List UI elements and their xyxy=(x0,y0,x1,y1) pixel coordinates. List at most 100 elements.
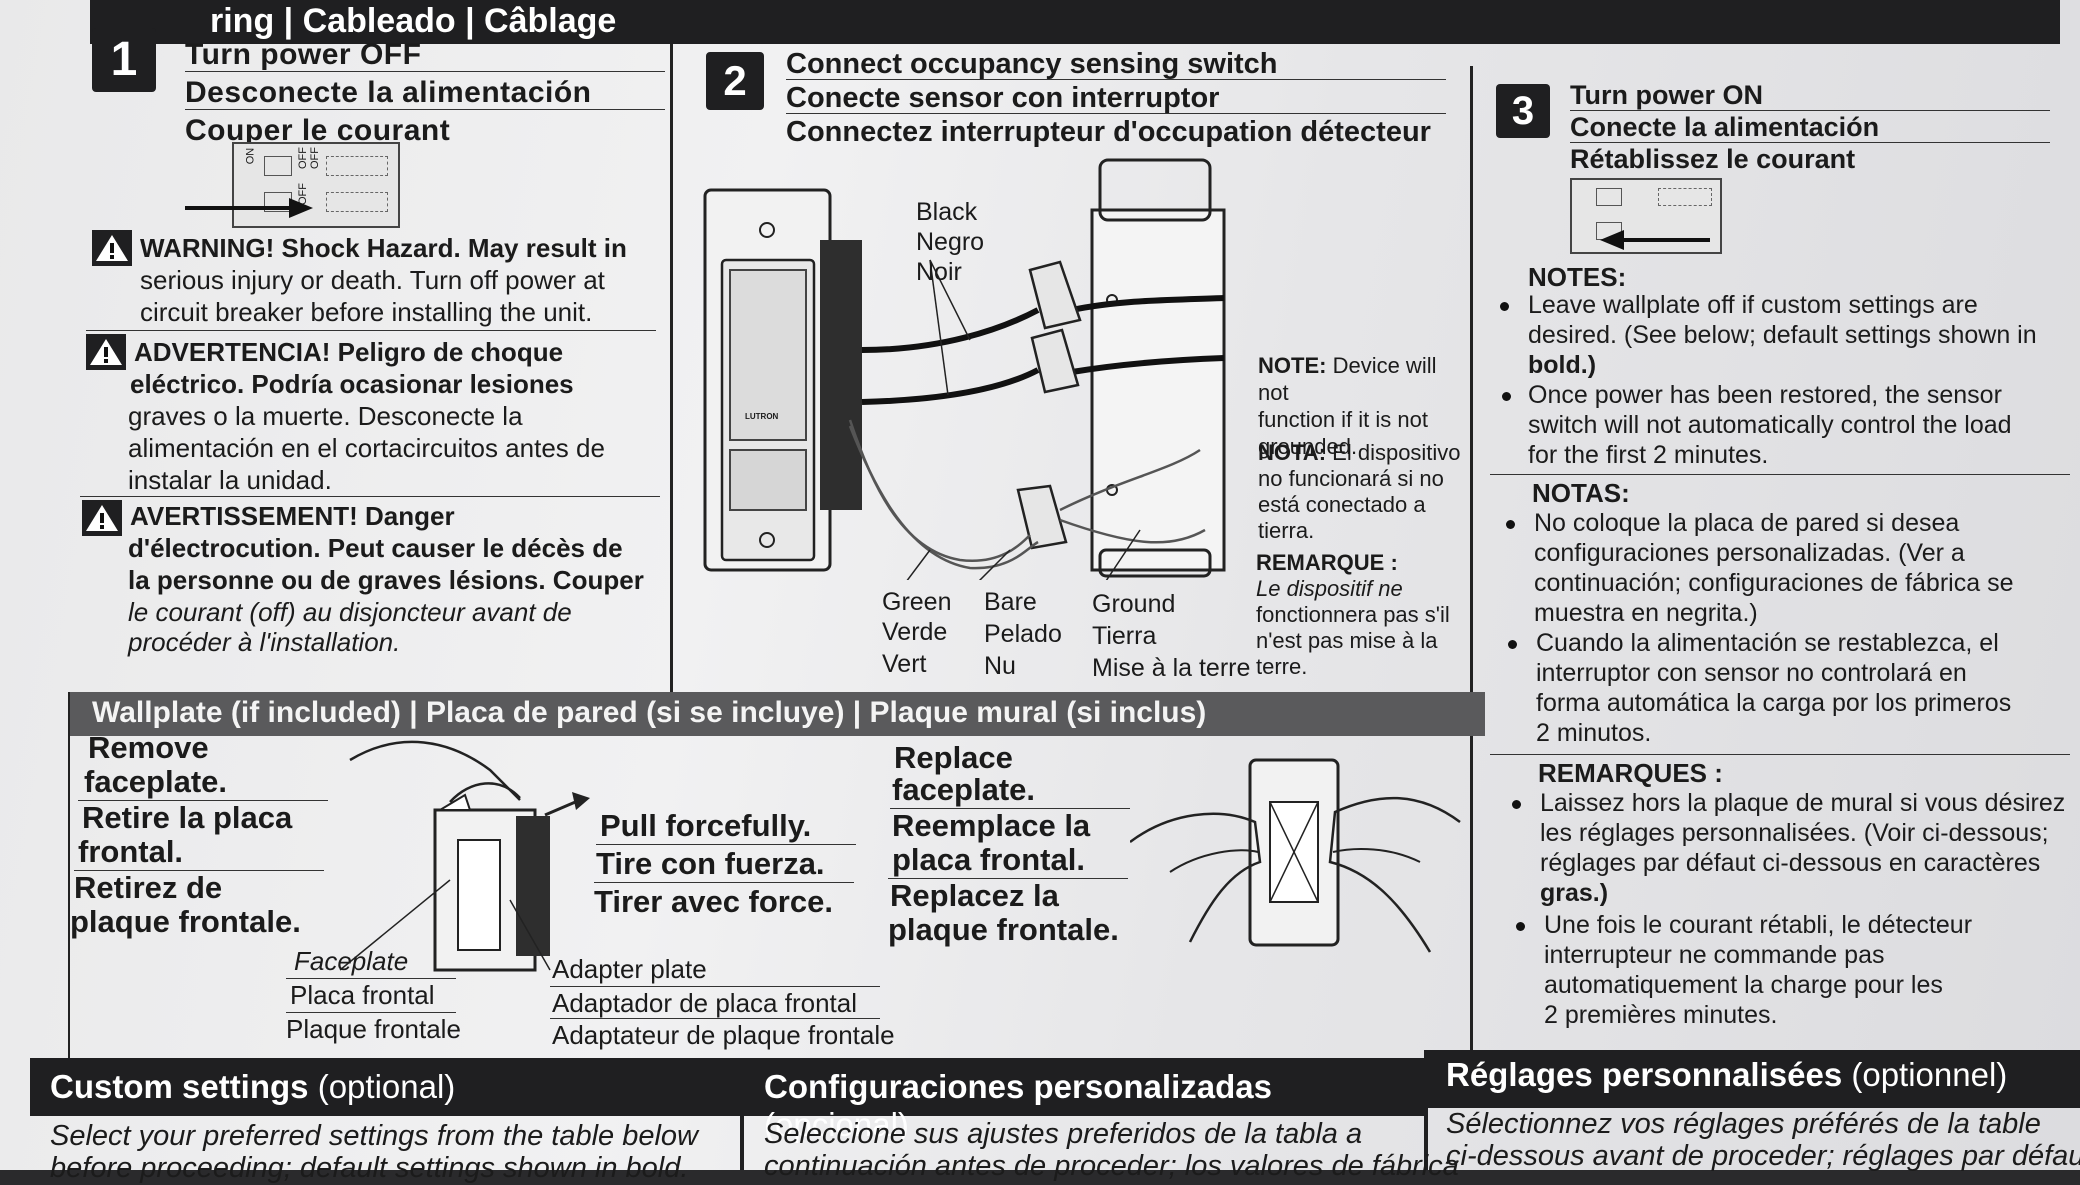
notes-en-item1-line: Leave wallplate off if custom settings a… xyxy=(1528,291,1978,319)
warning-fr-line2: d'électrocution. Peut causer le décès de xyxy=(128,533,623,563)
callout-lines xyxy=(339,879,551,971)
rule xyxy=(890,808,1130,809)
warning-es-line4: alimentación en el cortacircuitos antes … xyxy=(128,433,605,463)
bullet-icon xyxy=(1512,800,1521,809)
bullet-icon xyxy=(1506,520,1515,529)
rule xyxy=(1570,110,2050,111)
breaker-label: ON xyxy=(244,147,257,165)
warning-en-line1: WARNING! Shock Hazard. May result in xyxy=(140,233,627,263)
notes-es-heading: NOTAS: xyxy=(1532,478,1630,508)
warning-triangle-icon xyxy=(92,230,132,266)
warning-en-line3: circuit breaker before installing the un… xyxy=(140,297,593,327)
rule xyxy=(86,330,656,331)
notes-en-item2-line: switch will not automatically control th… xyxy=(1528,411,2012,439)
note-es-line: tierra. xyxy=(1258,518,1315,543)
custom-en-header: Custom settings (optional) xyxy=(50,1068,455,1106)
bullet-icon xyxy=(1502,392,1511,401)
notes-fr-item2-line: interrupteur ne commande pas xyxy=(1544,941,1885,969)
notes-es-item2-line: Cuando la alimentación se restablezca, e… xyxy=(1536,629,1999,657)
warning-es-line5: instalar la unidad. xyxy=(128,465,332,495)
breaker-panel-off: ON OFF OFF OFF xyxy=(232,142,400,228)
warning-es-line1: ADVERTENCIA! Peligro de choque xyxy=(134,337,564,367)
custom-en-optional: (optional) xyxy=(317,1068,456,1105)
rule xyxy=(594,882,854,883)
remove-fr-1: Retirez de xyxy=(74,870,223,905)
rule xyxy=(185,71,665,72)
rule xyxy=(286,978,456,979)
rule xyxy=(1490,474,2070,475)
notes-en-heading: NOTES: xyxy=(1528,262,1627,292)
custom-es-line2: continuación antes de proceder; los valo… xyxy=(764,1150,1459,1182)
step-3-number: 3 xyxy=(1496,84,1550,138)
custom-es-title: Configuraciones personalizadas xyxy=(764,1068,1272,1105)
section-header-bar: ring | Cableado | Câblage xyxy=(90,0,2060,44)
step-2-number: 2 xyxy=(706,52,764,110)
faceplate-caption-en: Faceplate xyxy=(294,946,409,976)
rule xyxy=(550,1018,880,1019)
wire-green-fr: Vert xyxy=(882,650,927,678)
device-brand: LUTRON xyxy=(745,412,779,421)
notes-es-item1-line: muestra en negrita.) xyxy=(1534,599,1758,627)
step-2-title-en: Connect occupancy sensing switch xyxy=(786,48,1278,80)
breaker-label: OFF xyxy=(297,147,309,169)
note-fr-line: terre. xyxy=(1256,654,1308,679)
rule xyxy=(1490,754,2070,755)
custom-en-title: Custom settings xyxy=(50,1068,309,1105)
custom-en-line2: before proceeding; default settings show… xyxy=(50,1152,689,1184)
wire-black-fr: Noir xyxy=(916,258,962,286)
rule xyxy=(786,79,1446,80)
divider-step2-step3 xyxy=(1470,66,1473,1056)
step-3-title-es: Conecte la alimentación xyxy=(1570,112,1880,142)
step-1-title-fr: Couper le courant xyxy=(185,114,451,147)
custom-divider xyxy=(1424,1050,1428,1170)
replace-es-2: placa frontal. xyxy=(892,842,1085,877)
warning-es-line2: eléctrico. Podría ocasionar lesiones xyxy=(130,369,574,399)
arrow-left-icon xyxy=(1600,230,1710,250)
rule xyxy=(1570,142,2050,143)
custom-divider xyxy=(740,1058,744,1170)
wire-green-es: Verde xyxy=(882,618,948,646)
replace-es-1: Reemplace la xyxy=(892,808,1091,843)
rule xyxy=(78,800,328,801)
faceplate-caption-fr: Plaque frontale xyxy=(286,1014,461,1044)
note-en-label: NOTE: xyxy=(1258,353,1327,378)
warning-triangle-icon xyxy=(82,500,122,536)
note-es-line: no funcionará si no xyxy=(1258,466,1444,491)
rule xyxy=(286,1012,456,1013)
note-fr: REMARQUE : Le dispositif ne fonctionnera… xyxy=(1256,550,1466,680)
wire-black-en: Black xyxy=(916,198,978,226)
wire-ground-fr: Mise à la terre xyxy=(1092,654,1251,682)
custom-fr-line1: Sélectionnez vos réglages préférés de la… xyxy=(1446,1108,2041,1140)
step-3-title-fr: Rétablissez le courant xyxy=(1570,144,1856,174)
note-es-line: está conectado a xyxy=(1258,492,1426,517)
rule xyxy=(185,109,665,110)
step-1-number: 1 xyxy=(92,28,156,92)
rule xyxy=(786,113,1446,114)
warning-es-line3: graves o la muerte. Desconecte la xyxy=(128,401,523,431)
notes-fr-item1-line: réglages par défaut ci-dessous en caract… xyxy=(1540,849,2041,877)
notes-es-item2-line: forma automática la carga por los primer… xyxy=(1536,689,2012,717)
wire-bare-es: Pelado xyxy=(984,620,1062,648)
wallplate-header: Wallplate (if included) | Placa de pared… xyxy=(92,696,1207,729)
wallplate-left-border xyxy=(68,692,70,1058)
step-2-title-fr: Connectez interrupteur d'occupation déte… xyxy=(786,116,1431,148)
notes-es-item1-line: No coloque la placa de pared si desea xyxy=(1534,509,1960,537)
replace-fr-2: plaque frontale. xyxy=(888,912,1119,947)
divider-step1-step2 xyxy=(670,44,673,692)
pull-fr: Tirer avec force. xyxy=(594,884,833,919)
adapter-caption-fr: Adaptateur de plaque frontale xyxy=(552,1020,895,1050)
note-fr-label: REMARQUE : xyxy=(1256,550,1398,575)
step-1-title-en: Turn power OFF xyxy=(185,38,422,71)
warning-fr-line5: procéder à l'installation. xyxy=(128,627,401,657)
section-header: ring | Cableado | Câblage xyxy=(210,2,617,40)
wire-ground-en: Ground xyxy=(1092,590,1176,618)
bullet-icon xyxy=(1508,640,1517,649)
wire-bare-fr: Nu xyxy=(984,652,1016,680)
notes-en-item1-line: desired. (See below; default settings sh… xyxy=(1528,321,2037,349)
custom-en-line1: Select your preferred settings from the … xyxy=(50,1120,698,1152)
faceplate-caption-es: Placa frontal xyxy=(290,980,435,1010)
custom-es-header-bar: Configuraciones personalizadas (opcional… xyxy=(744,1058,1424,1143)
custom-fr-header-bar: Réglages personnalisées (optionnel) xyxy=(1428,1050,2080,1108)
notes-es-item2-line: interruptor con sensor no controlará en xyxy=(1536,659,1967,687)
